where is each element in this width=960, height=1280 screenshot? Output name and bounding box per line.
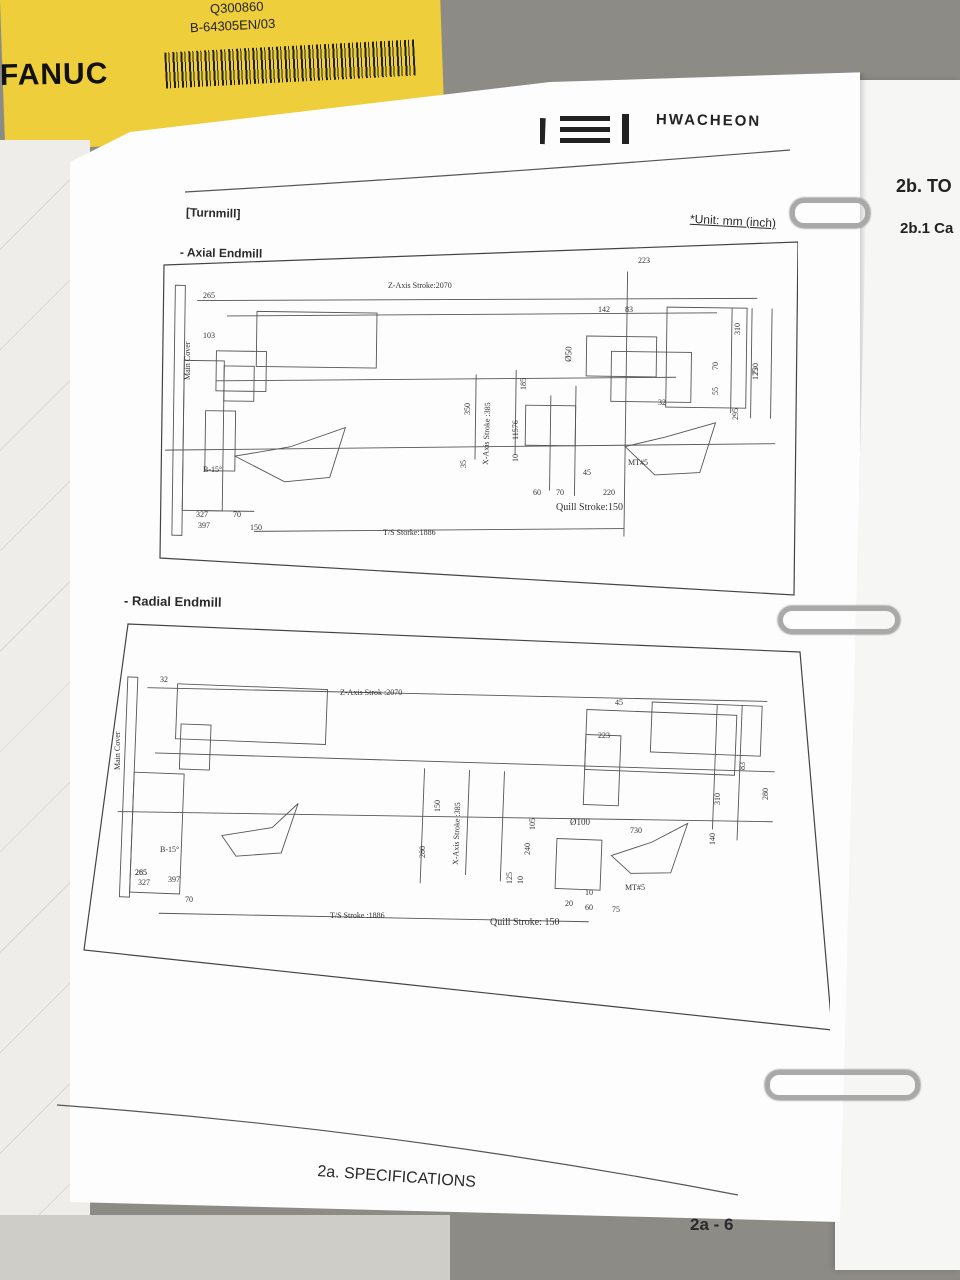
radial-dimension-label: 10 (585, 888, 593, 897)
axial-dimension-label: 60 (533, 488, 541, 497)
angle-label: B-15° (160, 845, 179, 854)
main-cover-label: Main Cover (183, 341, 192, 380)
axial-dimension-label: 11576 (511, 420, 520, 440)
x-stroke-label: X-Axis Stroke :385 (451, 802, 462, 865)
section-tag: [Turnmill] (185, 205, 241, 221)
axial-dimension-label: 223 (638, 256, 650, 265)
axial-dimension-label: 397 (198, 521, 210, 530)
angle-label: B-15° (203, 465, 222, 474)
page-number: 2a - 6 (690, 1215, 734, 1234)
axial-dimension-label: 55 (711, 387, 720, 395)
binder-ring-middle (778, 606, 900, 634)
axial-dimension-label: 125 (751, 368, 760, 380)
radial-dimension-label: 280 (761, 788, 770, 800)
taper-label: MT#5 (628, 458, 648, 467)
radial-dimension-label: 60 (585, 903, 593, 912)
ts-stroke-label: T/S Stroke :1886 (330, 911, 385, 920)
radial-dimension-label: 10 (516, 876, 525, 884)
z-stroke-label: Z-Axis Strok :2070 (340, 688, 402, 697)
radial-dimension-label: 327 (138, 878, 150, 887)
axial-dimension-label: 70 (233, 510, 241, 519)
radial-dimension-label: 310 (713, 793, 722, 805)
axial-dimension-label: 32 (658, 398, 666, 407)
radial-dimension-label: 240 (523, 843, 532, 855)
radial-dimension-label: 150 (433, 800, 442, 812)
axial-dimension-label: 45 (583, 468, 591, 477)
axial-dimension-label: 150 (250, 523, 262, 532)
taper-label: MT#5 (625, 883, 645, 892)
radial-dimension-label: 285 (135, 868, 147, 877)
radial-dimension-label: 265 (135, 868, 147, 877)
axial-dimension-label: 70 (556, 488, 564, 497)
brand-name: HWACHEON (655, 111, 762, 130)
radial-dimension-label: 223 (598, 731, 610, 740)
axial-dimension-label: 103 (203, 331, 215, 340)
axial-dimension-label: 730 (751, 363, 760, 375)
radial-dimension-label: 125 (505, 872, 514, 884)
diameter-label: Ø100 (570, 817, 590, 827)
radial-dimension-label: 70 (185, 895, 193, 904)
binder-ring-top (790, 198, 870, 228)
axial-dimension-label: 295 (731, 408, 740, 420)
axial-dimension-label: 83 (625, 305, 633, 314)
main-cover-label: Main Cover (113, 731, 122, 770)
axial-dimension-label: 10 (511, 454, 520, 462)
hwacheon-logo (540, 114, 629, 145)
radial-dimension-label: 105 (528, 818, 537, 830)
quill-stroke-label: Quill Stroke: 150 (490, 917, 559, 928)
radial-endmill-title: - Radial Endmill (123, 593, 222, 610)
next-page-subheading: 2b.1 Ca (900, 220, 954, 237)
axial-dimension-label: 142 (598, 305, 610, 314)
axial-dimension-label: 265 (203, 291, 215, 300)
radial-dimension-label: 20 (565, 899, 573, 908)
radial-endmill-drawing: Z-Axis Strok :2070 T/S Stroke :1886 Quil… (83, 623, 830, 1031)
diameter-label: Ø50 (563, 346, 574, 362)
radial-dimension-label: 45 (615, 698, 623, 707)
axial-dimension-label: 350 (463, 403, 472, 415)
axial-dimension-label: 185 (519, 378, 528, 390)
next-page-heading: 2b. TO (896, 176, 952, 196)
radial-dimension-label: 75 (612, 905, 620, 914)
x-stroke-label: X-Axis Stroke :385 (481, 402, 492, 465)
binder-ring-bottom (765, 1070, 920, 1100)
desk-surface (0, 1215, 450, 1280)
axial-dimension-label: 310 (733, 323, 742, 335)
axial-dimension-label: 70 (711, 362, 720, 370)
radial-dimension-label: 32 (160, 675, 168, 684)
z-stroke-label: Z-Axis Stroke:2070 (388, 281, 452, 290)
radial-dimension-label: 730 (630, 826, 642, 835)
axial-dimension-label: 327 (196, 510, 208, 519)
radial-dimension-label: 83 (738, 762, 747, 770)
radial-dimension-label: 280 (418, 846, 427, 858)
quill-stroke-label: Quill Stroke:150 (556, 502, 623, 513)
axial-dimension-label: 35 (459, 460, 468, 468)
axial-dimension-label: 220 (603, 488, 615, 497)
ts-stroke-label: T/S Storke:1886 (383, 528, 436, 537)
radial-dimension-label: 397 (168, 875, 180, 884)
axial-endmill-drawing: Z-Axis Stroke:2070 T/S Storke:1886 Quill… (159, 241, 798, 596)
radial-dimension-label: 140 (708, 833, 717, 845)
